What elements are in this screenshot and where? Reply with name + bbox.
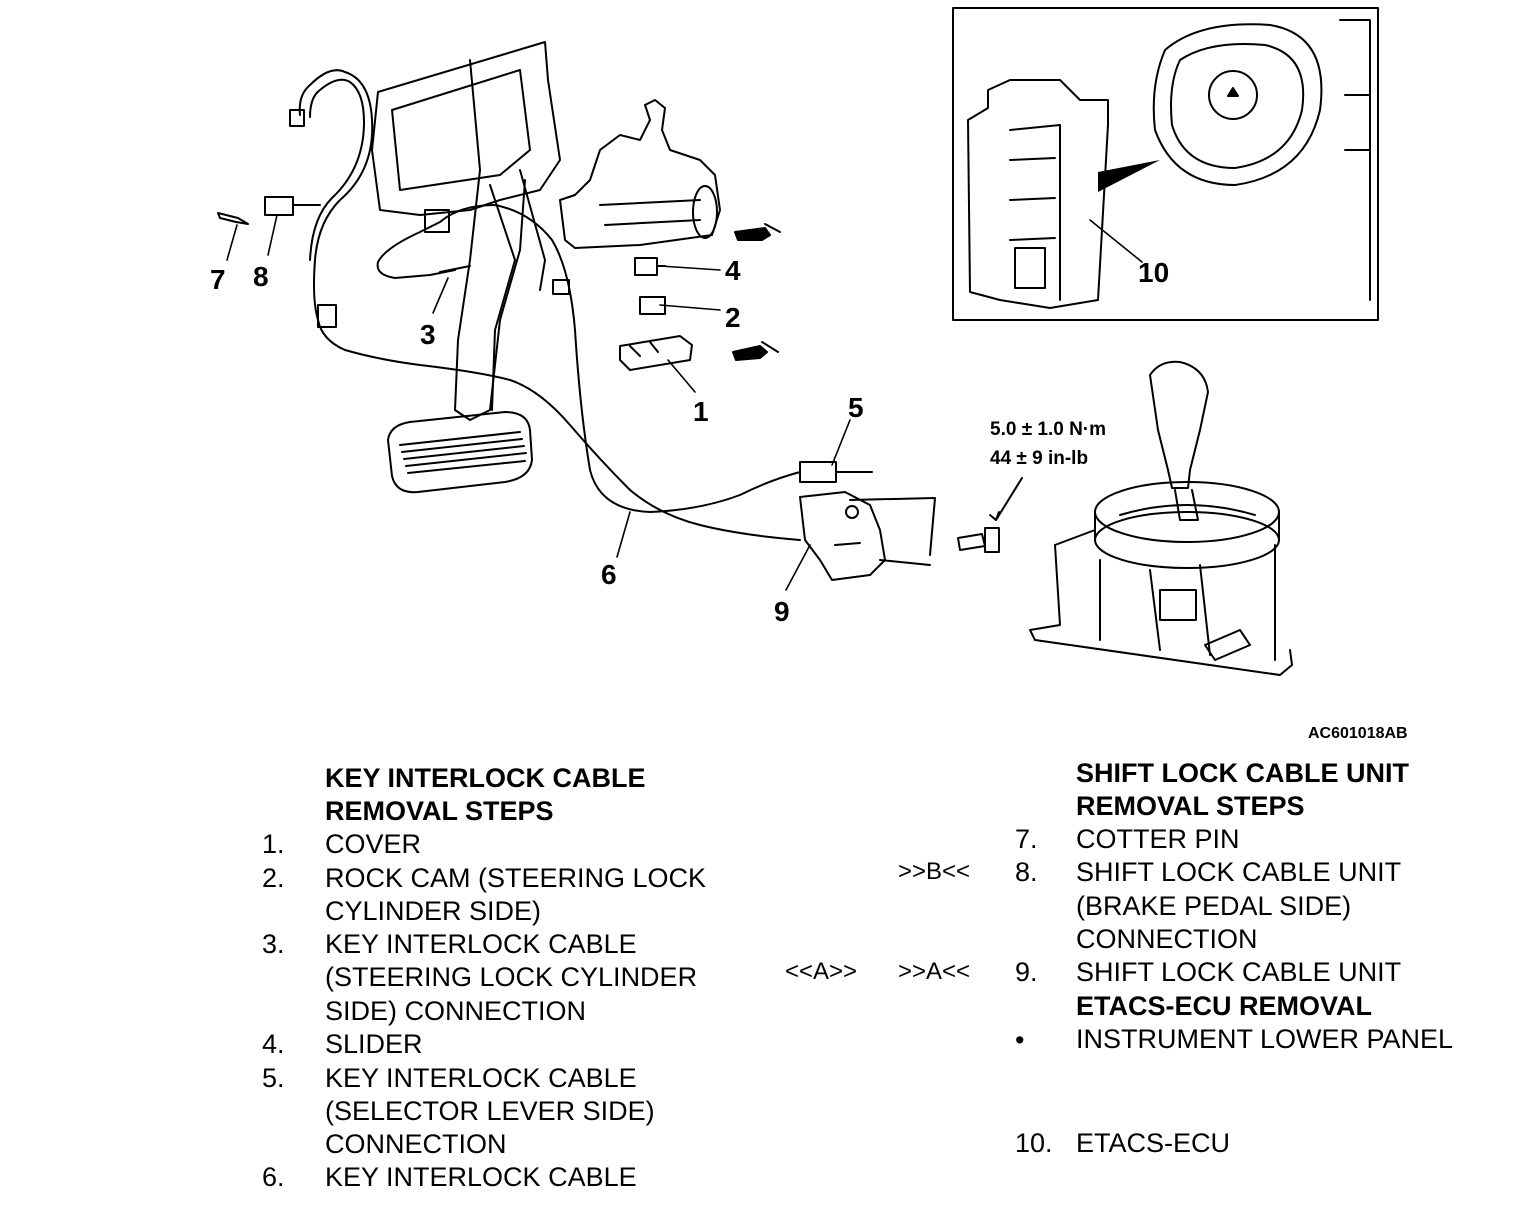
callout-2: 2 bbox=[725, 302, 741, 333]
key-interlock-subheading: REMOVAL STEPS bbox=[325, 796, 554, 826]
shift-lock-subheading: REMOVAL STEPS bbox=[1076, 791, 1305, 821]
step-number: 5. bbox=[262, 1063, 285, 1093]
step-text: ROCK CAM (STEERING LOCK bbox=[325, 863, 707, 893]
bolt-part bbox=[957, 527, 1000, 553]
step-text: SHIFT LOCK CABLE UNIT bbox=[1076, 857, 1402, 887]
callout-4: 4 bbox=[725, 255, 741, 286]
step-text: SLIDER bbox=[325, 1029, 423, 1059]
step-number: 6. bbox=[262, 1162, 285, 1192]
step-number: 2. bbox=[262, 863, 285, 893]
callout-6: 6 bbox=[601, 559, 617, 590]
exploded-view-illustration bbox=[217, 7, 1379, 676]
grease-icon bbox=[732, 341, 779, 361]
step-text: COTTER PIN bbox=[1076, 824, 1240, 854]
steering-wheel-drawing bbox=[1152, 19, 1371, 301]
step-text: KEY INTERLOCK CABLE bbox=[325, 1063, 637, 1093]
etacs-ecu-drawing bbox=[967, 79, 1109, 309]
torque-spec-metric: 5.0 ± 1.0 N·m bbox=[990, 419, 1107, 440]
etacs-heading: ETACS-ECU REMOVAL bbox=[1076, 991, 1372, 1021]
callout-5: 5 bbox=[848, 392, 864, 423]
inset-frame bbox=[952, 7, 1379, 321]
callout-leaders bbox=[226, 214, 1143, 591]
callout-10: 10 bbox=[1138, 257, 1170, 288]
steering-lock-cylinder bbox=[559, 99, 721, 249]
step-text: (BRAKE PEDAL SIDE) bbox=[1076, 891, 1352, 921]
step-number: 9. bbox=[1015, 957, 1038, 987]
key-interlock-heading: KEY INTERLOCK CABLE bbox=[325, 763, 646, 793]
removal-mark-a: <<A>> bbox=[785, 958, 858, 985]
selector-lever-assembly bbox=[1029, 360, 1293, 676]
figure-id: AC601018AB bbox=[1308, 725, 1408, 742]
step-text: CONNECTION bbox=[1076, 924, 1258, 954]
shift-lock-heading: SHIFT LOCK CABLE UNIT bbox=[1076, 758, 1409, 788]
torque-leader bbox=[995, 477, 1023, 521]
step-text: (SELECTOR LEVER SIDE) bbox=[325, 1096, 655, 1126]
shift-lock-cable bbox=[264, 69, 801, 541]
step-number: 8. bbox=[1015, 857, 1038, 887]
callout-1: 1 bbox=[693, 396, 709, 427]
step-text: CYLINDER SIDE) bbox=[325, 896, 542, 926]
install-mark-a: >>A<< bbox=[898, 958, 971, 985]
step-number: 7. bbox=[1015, 824, 1038, 854]
step-text: KEY INTERLOCK CABLE bbox=[325, 1162, 637, 1192]
torque-spec-imperial: 44 ± 9 in-lb bbox=[990, 448, 1089, 469]
callout-9: 9 bbox=[774, 596, 790, 627]
bullet-icon: • bbox=[1015, 1025, 1025, 1055]
key-interlock-cable bbox=[376, 204, 873, 513]
step-number: 3. bbox=[262, 929, 285, 959]
callout-3: 3 bbox=[420, 319, 436, 350]
install-mark-b: >>B<< bbox=[898, 858, 971, 885]
step-text: ETACS-ECU bbox=[1076, 1128, 1231, 1158]
step-text: SHIFT LOCK CABLE UNIT bbox=[1076, 957, 1402, 987]
step-number: 4. bbox=[262, 1029, 285, 1059]
step-text: KEY INTERLOCK CABLE bbox=[325, 929, 637, 959]
step-number: 10. bbox=[1015, 1128, 1053, 1158]
callout-8: 8 bbox=[253, 261, 269, 292]
step-text: SIDE) CONNECTION bbox=[325, 996, 587, 1026]
shift-lock-solenoid bbox=[799, 491, 936, 581]
cover-part bbox=[619, 335, 693, 371]
grease-icon bbox=[734, 223, 781, 241]
brake-pedal-assembly bbox=[371, 41, 561, 494]
step-text: (STEERING LOCK CYLINDER bbox=[325, 962, 698, 992]
step-number: 1. bbox=[262, 829, 285, 859]
step-text: COVER bbox=[325, 829, 422, 859]
location-pointer bbox=[1098, 160, 1160, 192]
step-text: CONNECTION bbox=[325, 1129, 507, 1159]
step-text: INSTRUMENT LOWER PANEL bbox=[1076, 1024, 1454, 1054]
callout-7: 7 bbox=[210, 264, 226, 295]
cotter-pin-part bbox=[217, 212, 249, 225]
